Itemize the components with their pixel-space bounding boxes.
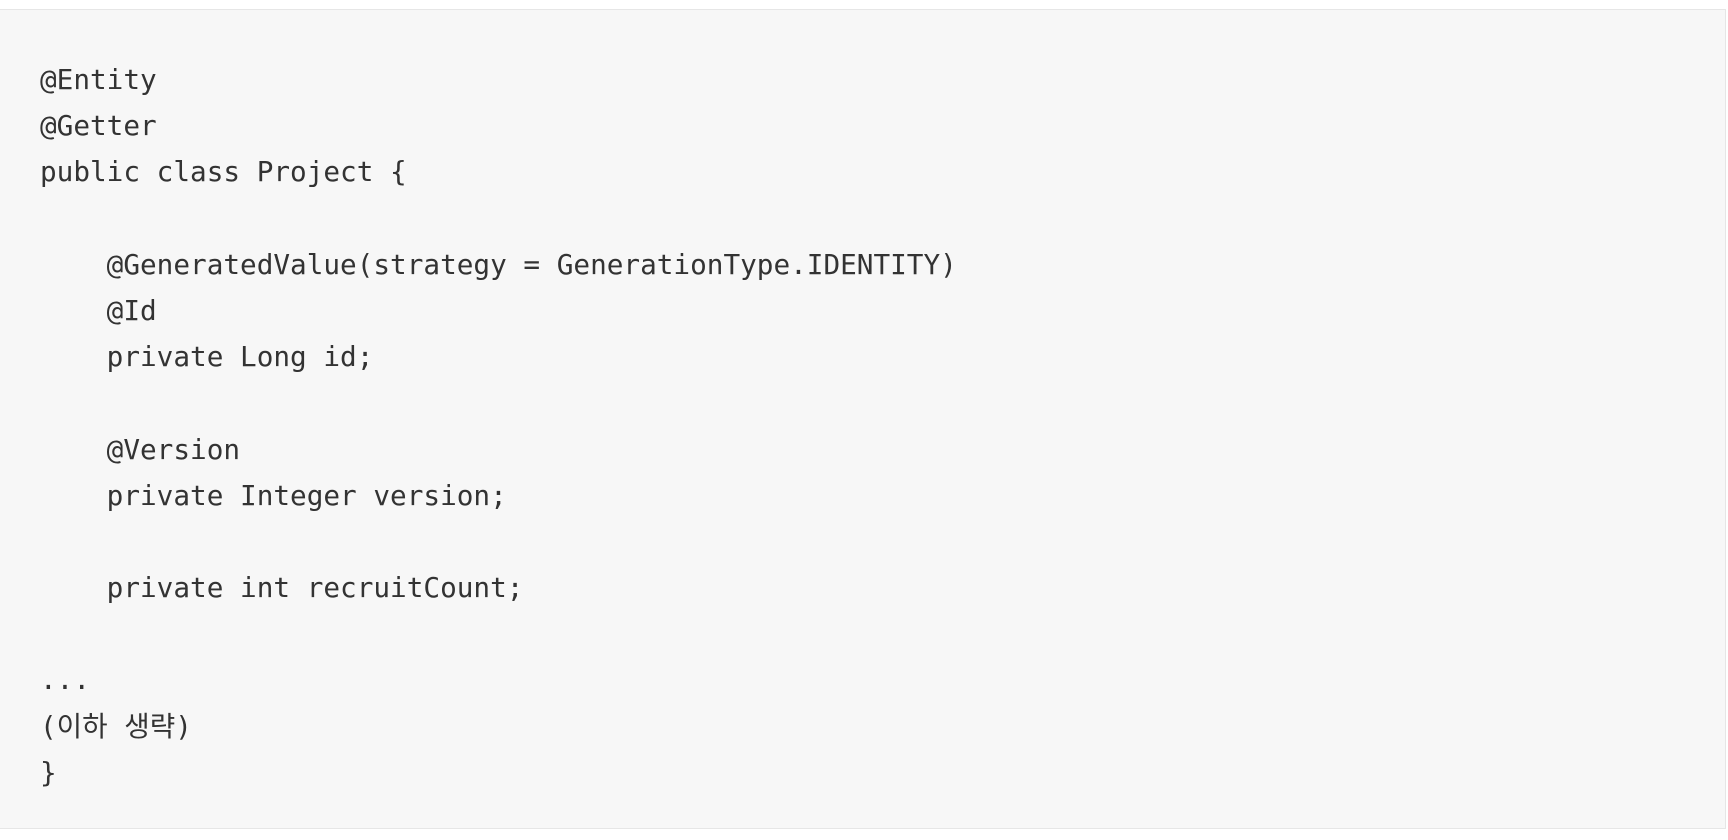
code-line bbox=[40, 611, 1725, 657]
code-line: ... bbox=[40, 663, 91, 697]
code-line: (이하 생략) bbox=[40, 709, 192, 743]
code-line: private Long id; bbox=[40, 340, 374, 374]
code-line bbox=[40, 380, 1725, 426]
code-line: @Id bbox=[40, 293, 157, 327]
code-line: @GeneratedValue(strategy = GenerationTyp… bbox=[40, 247, 957, 281]
code-line: @Version bbox=[40, 432, 241, 466]
code-block: @Entity @Getter public class Project { @… bbox=[0, 9, 1726, 829]
code-line: private Integer version; bbox=[40, 478, 507, 512]
code-line bbox=[40, 196, 1725, 242]
code-line: @Entity bbox=[40, 63, 157, 96]
code-line: public class Project { bbox=[40, 155, 407, 189]
code-line: private int recruitCount; bbox=[40, 571, 524, 605]
code-line: } bbox=[40, 755, 57, 789]
code-line: @Getter bbox=[40, 109, 157, 143]
code-line bbox=[40, 519, 1725, 565]
